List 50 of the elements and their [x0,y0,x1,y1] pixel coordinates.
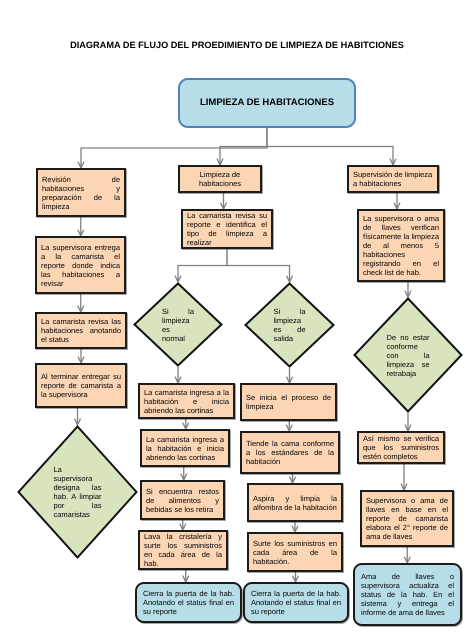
decision-diamond [353,297,463,413]
flow-arrow [400,464,408,491]
flow-arrow [182,419,190,430]
process-step [247,483,343,522]
flow-arrow [404,282,412,298]
decision-diamond [17,425,138,559]
process-step [240,383,337,421]
process-step [138,530,228,570]
process-step [360,490,454,547]
flow-arrow [220,193,228,210]
start-terminal [178,78,356,128]
flow-arrow [404,413,412,432]
end-terminal [243,582,349,623]
flow-arrow [179,520,186,531]
process-step [178,165,262,193]
flow-arrow [174,367,182,384]
process-step [347,165,439,193]
flow-arrow [286,368,294,384]
flow-arrow [288,474,296,484]
flow-arrow [393,193,401,210]
process-step [35,363,127,408]
flow-arrow [77,294,84,313]
decision-diamond [133,282,223,367]
flow-arrow [286,421,293,432]
flow-arrow [77,349,85,364]
flow-arrow [291,522,299,533]
process-step [35,236,126,294]
flow-arrow [180,467,188,481]
flow-arrow [182,570,190,583]
diagram-title: DIAGRAMA DE FLUJO DEL PROEDIMIENTO DE LIMPIEZA DE HABITCIONES [70,40,404,51]
process-step [35,312,127,349]
process-step [247,532,343,572]
heading-text: LIMPIEZA DE HABITACIONES [198,97,336,109]
process-step [138,383,235,419]
flow-arrow [404,547,411,564]
decision-diamond [244,282,335,368]
process-step [357,431,445,464]
process-step [240,431,340,474]
process-step [140,480,225,520]
end-terminal [353,563,462,626]
flow-arrow [77,217,84,237]
process-step [36,168,126,217]
process-step [140,429,230,467]
end-terminal [135,582,242,623]
flow-arrow [226,249,294,283]
flow-arrow [292,572,300,583]
flow-arrow [266,128,397,166]
flow-arrow [74,408,82,426]
process-step [357,209,445,282]
process-step [181,209,273,249]
